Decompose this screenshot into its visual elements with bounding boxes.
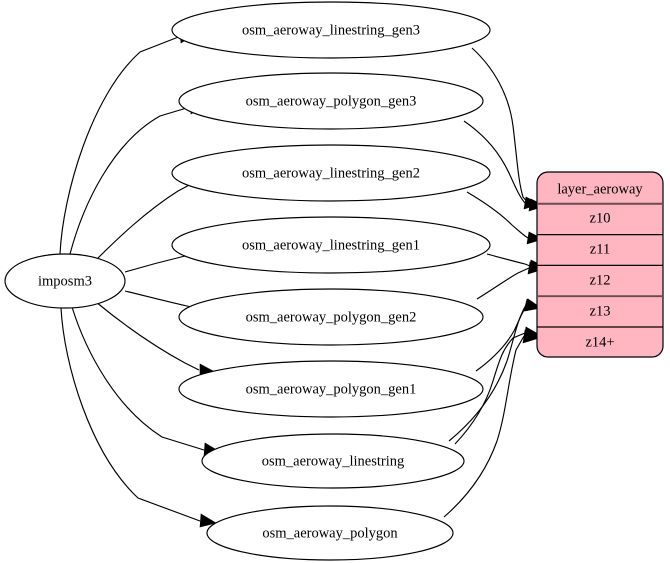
- node-osm-aeroway-polygon-gen1-shape[interactable]: [178, 360, 484, 418]
- node-osm-aeroway-linestring-gen3-label: osm_aeroway_linestring_gen3: [242, 22, 420, 38]
- edge-polygon-to-z14plus: [443, 329, 540, 518]
- edge-linestring-gen3-to-z10: [471, 47, 546, 212]
- node-osm-aeroway-polygon-gen2-label: osm_aeroway_polygon_gen2: [246, 309, 417, 325]
- table-row-z10-label: z10: [590, 210, 611, 226]
- table-node-layer-aeroway[interactable]: layer_aeroway z10 z11 z12 z13: [536, 171, 664, 358]
- node-osm-aeroway-polygon-gen2[interactable]: osm_aeroway_polygon_gen2: [178, 288, 484, 346]
- node-osm-aeroway-linestring-gen2-shape[interactable]: [171, 144, 491, 202]
- edges-nodes-to-table: [443, 47, 546, 518]
- table-row-z14plus[interactable]: z14+: [585, 334, 614, 350]
- table-row-z12[interactable]: z12: [590, 272, 611, 288]
- node-osm-aeroway-linestring-gen1-label: osm_aeroway_linestring_gen1: [242, 237, 420, 253]
- node-osm-aeroway-polygon-label: osm_aeroway_polygon: [262, 525, 398, 541]
- table-row-z12-label: z12: [590, 272, 611, 288]
- node-osm-aeroway-linestring-gen3[interactable]: osm_aeroway_linestring_gen3: [171, 1, 491, 59]
- node-osm-aeroway-linestring-shape[interactable]: [201, 433, 465, 489]
- node-osm-aeroway-polygon-shape[interactable]: [206, 505, 454, 561]
- table-row-z10[interactable]: z10: [590, 210, 611, 226]
- node-osm-aeroway-polygon-gen1-label: osm_aeroway_polygon_gen1: [246, 381, 417, 397]
- table-row-z11[interactable]: z11: [590, 241, 610, 257]
- node-imposm3-shape[interactable]: [4, 253, 126, 309]
- node-imposm3-label: imposm3: [38, 273, 92, 289]
- table-row-z13-label: z13: [590, 303, 611, 319]
- node-osm-aeroway-polygon[interactable]: osm_aeroway_polygon: [206, 505, 454, 561]
- node-osm-aeroway-linestring-gen1[interactable]: osm_aeroway_linestring_gen1: [171, 216, 491, 274]
- edge-imposm3-to-polygon: [60, 307, 217, 528]
- node-osm-aeroway-linestring[interactable]: osm_aeroway_linestring: [201, 433, 465, 489]
- table-row-z11-label: z11: [590, 241, 610, 257]
- node-osm-aeroway-polygon-gen3-shape[interactable]: [178, 72, 484, 130]
- edge-linestring-to-z13: [448, 298, 541, 442]
- node-osm-aeroway-linestring-gen2[interactable]: osm_aeroway_linestring_gen2: [171, 144, 491, 202]
- table-outer-frame: [536, 171, 664, 358]
- node-osm-aeroway-polygon-gen1[interactable]: osm_aeroway_polygon_gen1: [178, 360, 484, 418]
- node-osm-aeroway-linestring-gen3-shape[interactable]: [171, 1, 491, 59]
- node-osm-aeroway-polygon-gen3-label: osm_aeroway_polygon_gen3: [246, 93, 417, 109]
- node-osm-aeroway-polygon-gen2-shape[interactable]: [178, 288, 484, 346]
- table-header-layer-aeroway[interactable]: layer_aeroway: [557, 181, 643, 197]
- node-osm-aeroway-linestring-label: osm_aeroway_linestring: [262, 453, 405, 469]
- table-header-label: layer_aeroway: [557, 181, 643, 197]
- table-row-z14plus-label: z14+: [585, 334, 614, 350]
- node-osm-aeroway-polygon-gen3[interactable]: osm_aeroway_polygon_gen3: [178, 72, 484, 130]
- edge-polygon-gen2-to-z12: [476, 261, 545, 300]
- edge-linestring-gen2-to-z11: [466, 191, 544, 245]
- table-row-z13[interactable]: z13: [590, 303, 611, 319]
- node-imposm3[interactable]: imposm3: [4, 253, 126, 309]
- node-osm-aeroway-linestring-gen2-label: osm_aeroway_linestring_gen2: [242, 165, 420, 181]
- node-osm-aeroway-linestring-gen1-shape[interactable]: [171, 216, 491, 274]
- edge-polygon-gen3-to-z10: [463, 120, 541, 210]
